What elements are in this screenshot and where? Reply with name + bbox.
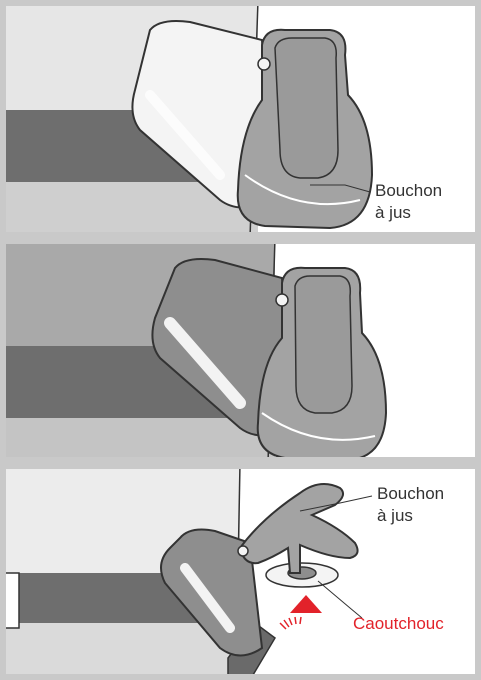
push-arrow-icon [290, 595, 322, 613]
callout-label: à jus [377, 505, 444, 527]
callout-label: Bouchon [377, 483, 444, 505]
motion-arc-icon [280, 617, 301, 629]
callout-juice-cap: Bouchon à jus [377, 483, 444, 527]
machine-lower-band [0, 623, 240, 680]
machine-lower-band [0, 418, 275, 463]
panel-2-illustration [0, 238, 481, 463]
panel-2-cap-closing [0, 238, 481, 463]
callout-label: Caoutchouc [353, 613, 444, 635]
callout-label: à jus [375, 202, 442, 224]
callout-juice-cap: Bouchon à jus [375, 180, 442, 224]
panel-3-cap-removed: Bouchon à jus Caoutchouc [0, 463, 481, 680]
panel-1-cap-closed: Bouchon à jus [0, 0, 481, 238]
callout-rubber-seal: Caoutchouc [353, 613, 444, 635]
juice-cap-icon [240, 484, 358, 573]
callout-label: Bouchon [375, 180, 442, 202]
